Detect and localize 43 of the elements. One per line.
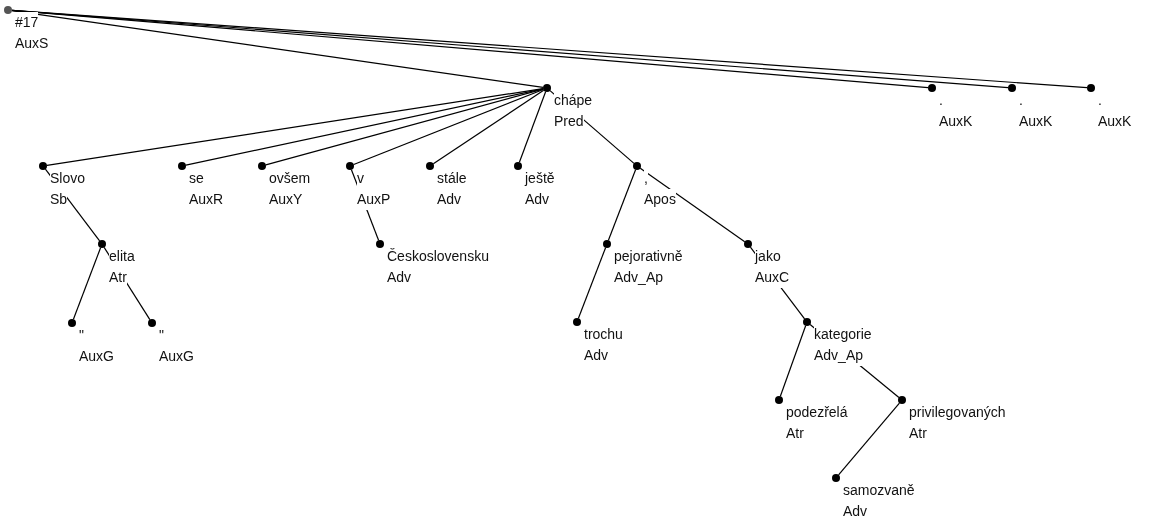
node-dot [744, 240, 752, 248]
tree-edge [185, 88, 544, 166]
node-dot [39, 162, 47, 170]
tree-edge [72, 247, 102, 320]
node-dot [98, 240, 106, 248]
node-dot [573, 318, 581, 326]
tree-edge [779, 325, 807, 397]
node-dot [928, 84, 936, 92]
tree-edge [639, 167, 746, 243]
function-tag: Adv_Ap [814, 345, 864, 366]
node-dot [633, 162, 641, 170]
tree-edge [607, 169, 637, 241]
node-dot [832, 474, 840, 482]
word-form: kategorie [814, 324, 872, 345]
node-dot [4, 6, 12, 14]
node-dot [148, 319, 156, 327]
node-dot [346, 162, 354, 170]
tree-edge [11, 9, 544, 89]
tree-edge [265, 88, 544, 166]
tree-edge [518, 91, 547, 163]
node-dot [898, 396, 906, 404]
node-dot [258, 162, 266, 170]
node-dot [1087, 84, 1095, 92]
function-tag: Apos [644, 189, 676, 210]
function-tag: AuxC [755, 267, 790, 288]
word-form: chápe [554, 90, 593, 111]
tree-edge [838, 402, 900, 476]
node-dot [1008, 84, 1016, 92]
node-dot [603, 240, 611, 248]
function-tag: Atr [109, 267, 127, 288]
function-tag: AuxP [357, 189, 391, 210]
node-dot [543, 84, 551, 92]
node-dot [376, 240, 384, 248]
node-dot [803, 318, 811, 326]
node-dot [514, 162, 522, 170]
node-dot [68, 319, 76, 327]
tree-edge [353, 88, 544, 166]
node-dot [775, 396, 783, 404]
node-dot [426, 162, 434, 170]
node-dot [178, 162, 186, 170]
tree-edge [577, 247, 607, 319]
tree-edge [432, 89, 545, 165]
tree-edge [46, 88, 544, 166]
